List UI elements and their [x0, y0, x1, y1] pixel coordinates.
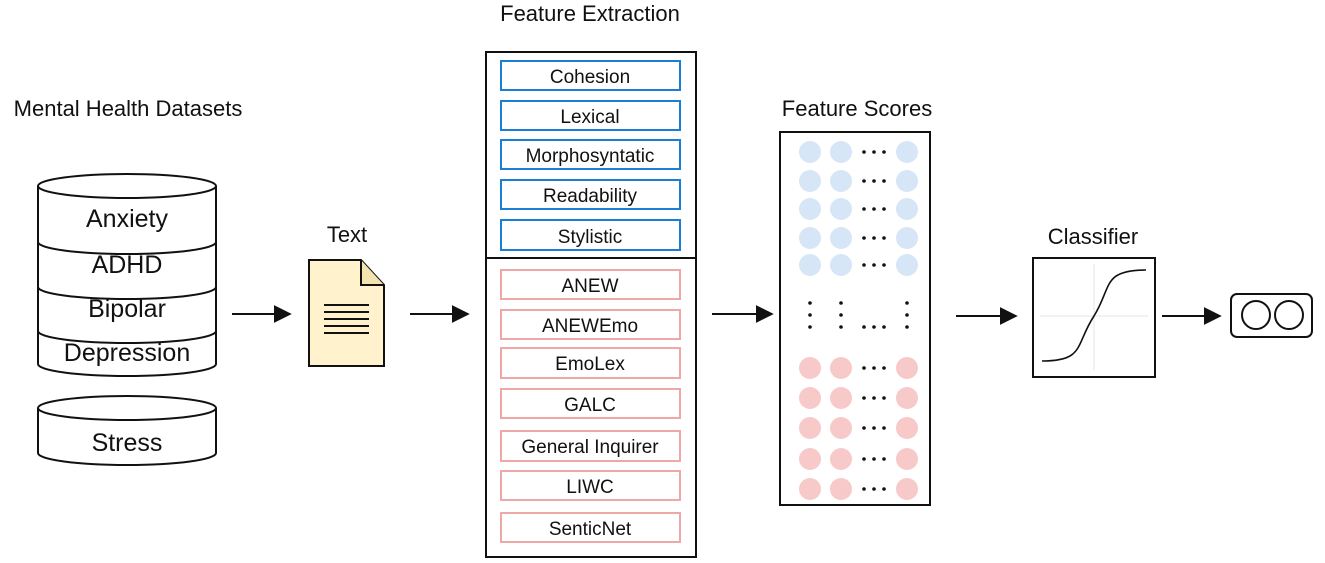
- linguistic-features: [500, 60, 681, 251]
- lexicon-features: [500, 269, 681, 543]
- text-title: Text: [327, 222, 367, 247]
- feature-readability: Readability: [543, 186, 637, 207]
- datasets-cylinder: [37, 173, 217, 377]
- datasets-title: Mental Health Datasets: [14, 96, 243, 121]
- feature-lexical: Lexical: [560, 107, 619, 128]
- dataset-depression: Depression: [64, 339, 190, 367]
- feature-box-anewemo: [500, 309, 681, 340]
- feature-box-general-inquirer: [500, 430, 681, 462]
- dataset-anxiety: Anxiety: [86, 205, 168, 233]
- feature-score-ellipsis: [808, 150, 909, 491]
- dataset-bipolar: Bipolar: [88, 295, 166, 323]
- feature-galc: GALC: [564, 395, 616, 416]
- feature-box-senticnet: [500, 512, 681, 543]
- feature-box-liwc: [500, 470, 681, 501]
- stress-cylinder: [37, 395, 217, 466]
- feature-box-stylistic: [500, 219, 681, 251]
- scores-title: Feature Scores: [782, 96, 932, 121]
- feature-cohesion: Cohesion: [550, 67, 630, 88]
- classifier-title: Classifier: [1048, 224, 1138, 249]
- feature-box-lexical: [500, 100, 681, 131]
- feature-score-red-rows: [799, 357, 918, 500]
- feature-box-galc: [500, 388, 681, 419]
- binary-output-icon: [1230, 293, 1313, 338]
- feature-anew: ANEW: [562, 276, 619, 297]
- feature-general-inquirer: General Inquirer: [521, 437, 659, 458]
- extraction-title: Feature Extraction: [500, 1, 680, 26]
- feature-box-morphosyntatic: [500, 139, 681, 170]
- dataset-stress: Stress: [92, 429, 163, 457]
- sigmoid-curve-icon: [1032, 257, 1156, 378]
- feature-morphosyntatic: Morphosyntatic: [526, 146, 655, 167]
- feature-senticnet: SenticNet: [549, 519, 632, 540]
- feature-emolex: EmoLex: [555, 354, 625, 375]
- feature-score-blue-rows: [799, 141, 918, 276]
- feature-scores-panel: [779, 131, 931, 506]
- document-icon: [308, 259, 385, 367]
- feature-stylistic: Stylistic: [558, 227, 622, 248]
- feature-box-emolex: [500, 347, 681, 379]
- feature-anewemo: ANEWEmo: [542, 316, 638, 337]
- feature-box-anew: [500, 269, 681, 300]
- feature-box-readability: [500, 179, 681, 210]
- feature-box-cohesion: [500, 60, 681, 91]
- feature-liwc: LIWC: [566, 477, 614, 498]
- dataset-adhd: ADHD: [92, 251, 163, 279]
